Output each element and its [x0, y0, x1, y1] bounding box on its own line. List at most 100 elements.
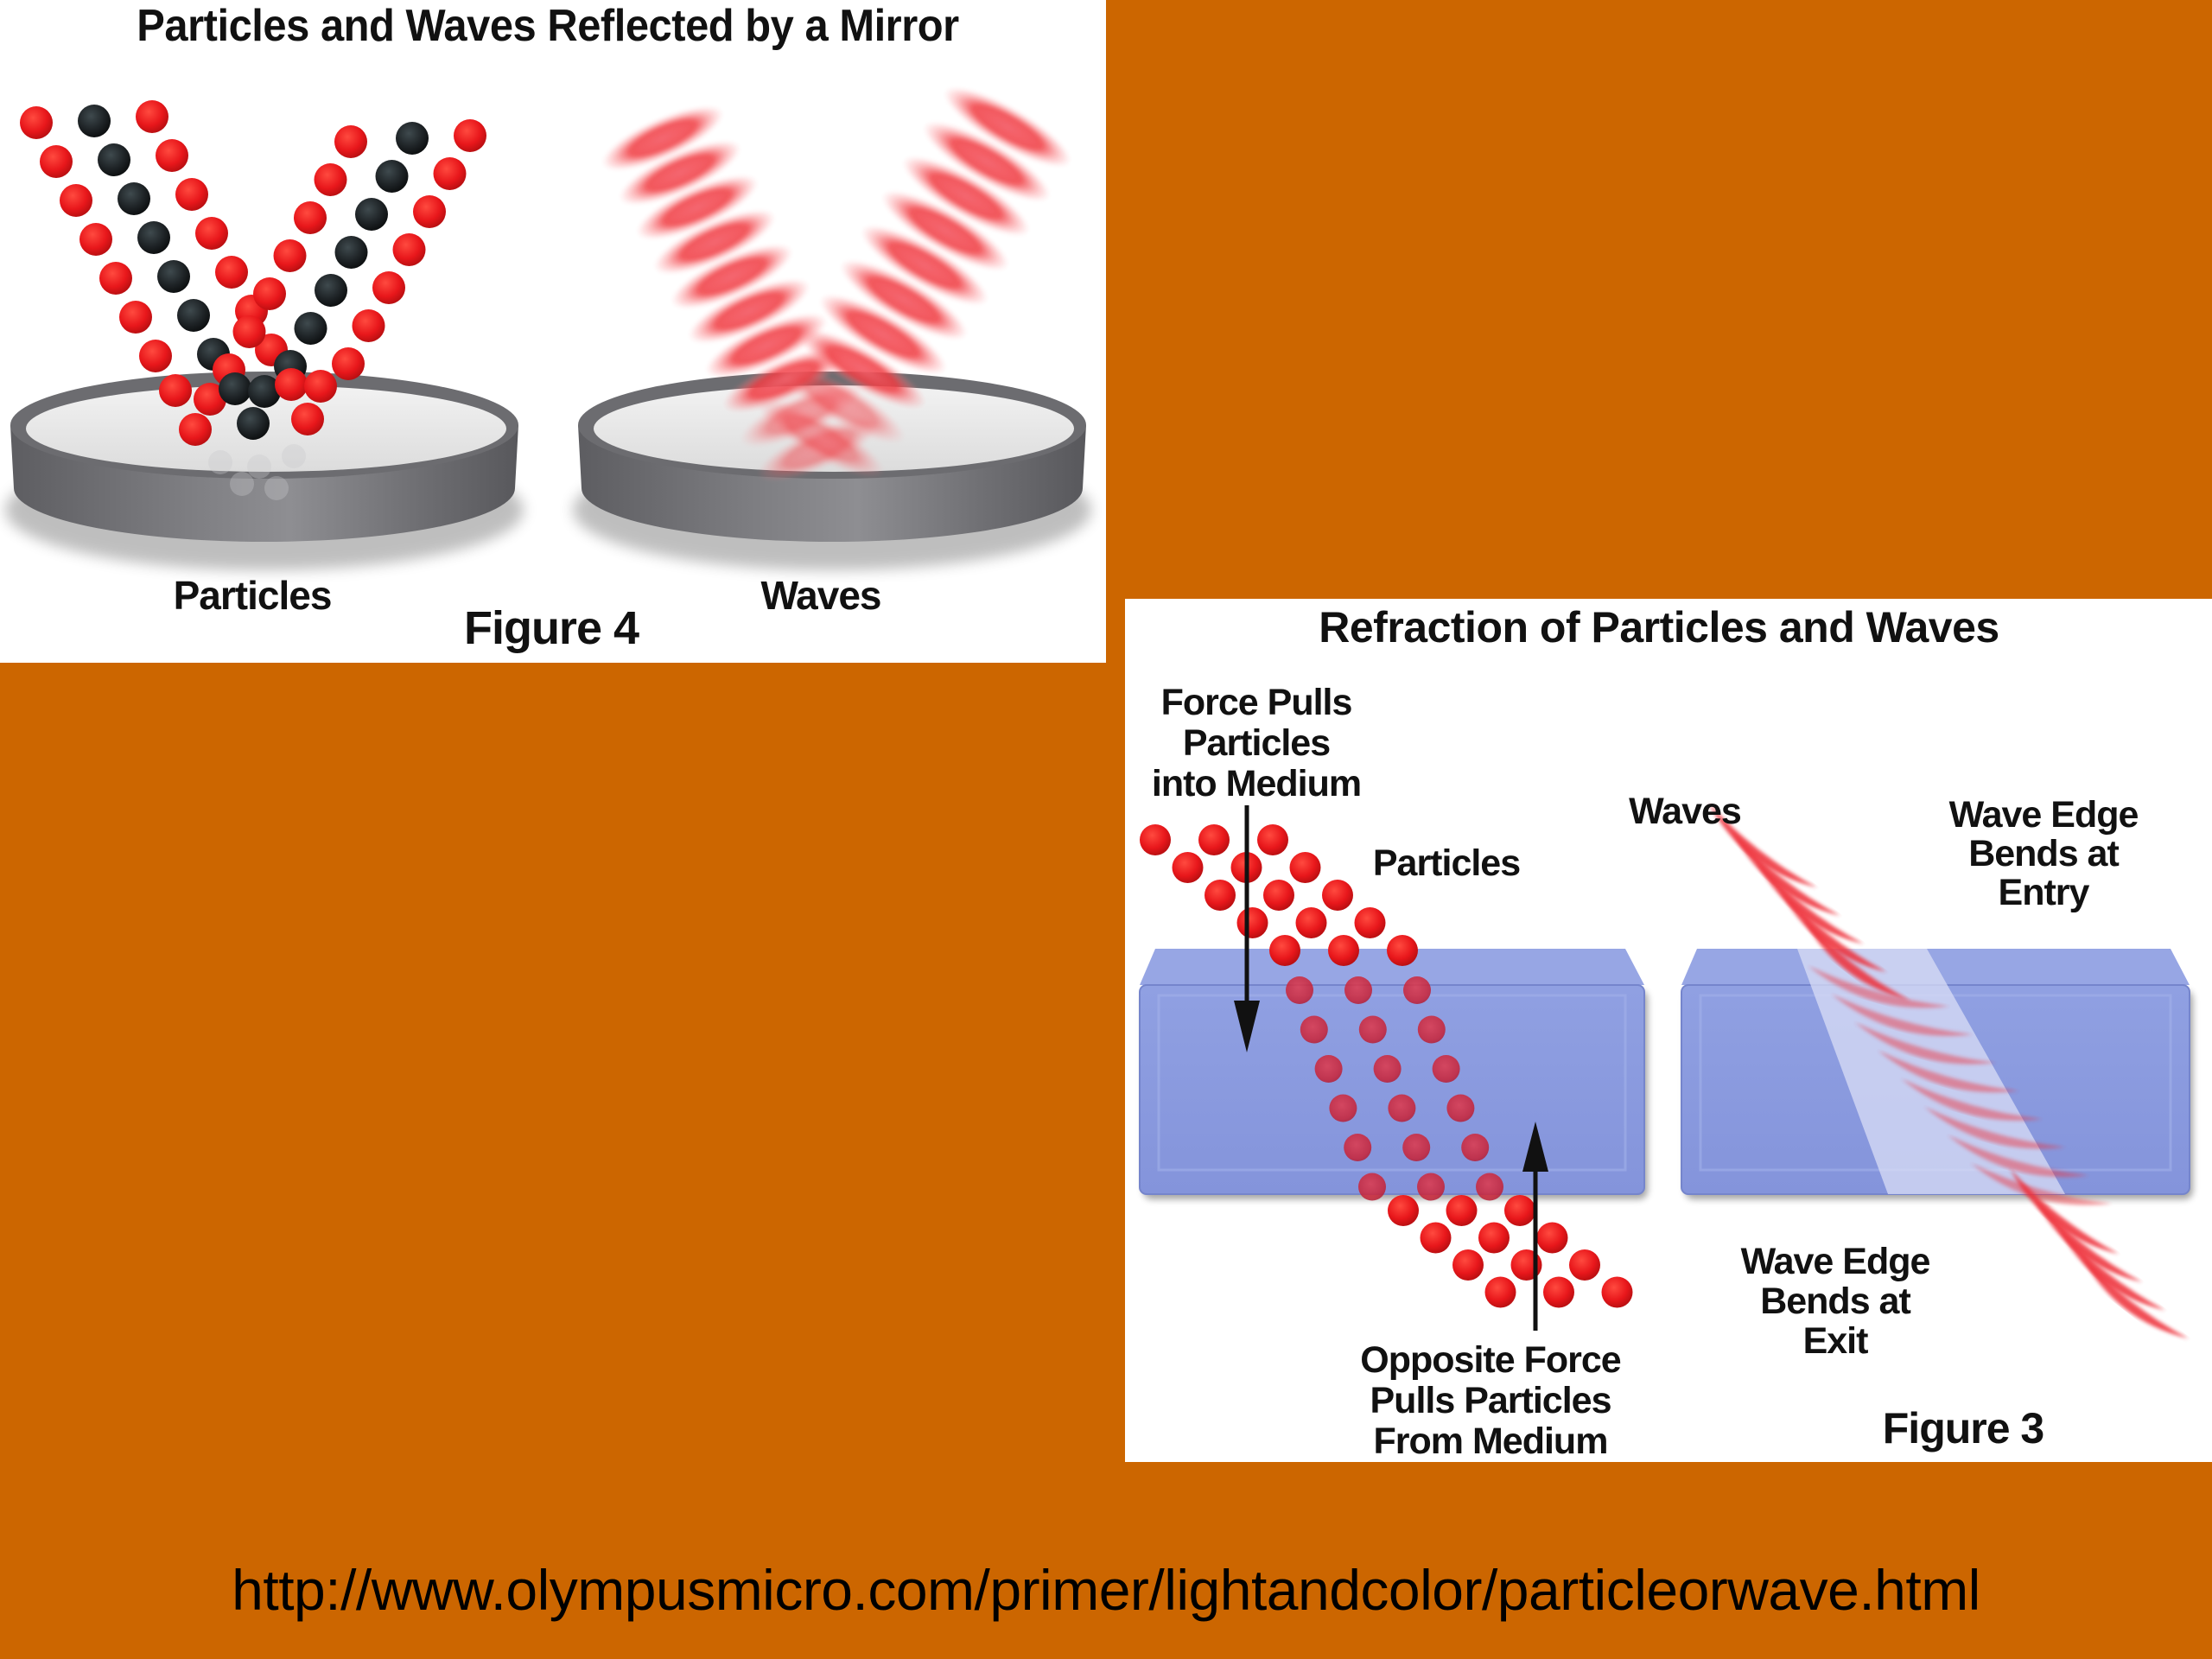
particle-red — [1205, 880, 1236, 911]
wave-front-arc — [1831, 994, 1973, 1036]
particle-red — [352, 309, 385, 342]
medium-block-left — [1139, 949, 1648, 1199]
wave-front — [671, 245, 792, 308]
figure-3-title: Refraction of Particles and Waves — [1319, 603, 1999, 652]
wave-front-arc — [1808, 965, 1950, 1008]
wave-front — [706, 314, 827, 378]
figure-4-title: Particles and Waves Reflected by a Mirro… — [137, 1, 959, 51]
wave-front — [861, 226, 988, 305]
block-front-face — [1139, 984, 1645, 1195]
block-top-face — [1140, 949, 1644, 985]
arrow-up-icon — [1522, 1122, 1548, 1172]
wave-streams — [602, 87, 1071, 481]
wave-front-arc — [1924, 1106, 2066, 1149]
wave-front-arc — [1854, 1021, 1996, 1065]
particle-black — [78, 105, 111, 137]
particle-red — [1263, 880, 1294, 911]
wave-front — [689, 279, 810, 343]
particle-black — [137, 221, 170, 254]
particle-red — [40, 145, 73, 178]
particle-red — [1358, 1173, 1386, 1201]
wave-front-arc — [1878, 1050, 2019, 1093]
block-inner-panel — [1157, 994, 1627, 1172]
particle-red — [232, 315, 266, 348]
particle-red — [1322, 880, 1353, 911]
wave-front — [882, 191, 1008, 270]
particle-red — [179, 413, 212, 446]
particle-red — [454, 119, 486, 152]
refraction-illustration — [1139, 802, 2193, 1339]
particle-red — [1417, 1173, 1445, 1201]
particle-red — [253, 277, 286, 310]
wave-front — [924, 122, 1050, 201]
particles-label: Particles — [1372, 842, 1521, 884]
particle-red — [159, 374, 192, 407]
particle-red — [1476, 1173, 1503, 1201]
particle-black — [294, 312, 327, 345]
wave-front — [779, 364, 905, 443]
particle-red — [332, 347, 365, 380]
particle-red — [273, 239, 307, 272]
wave-front-arc — [1947, 1135, 2089, 1178]
opposite-force-label: Opposite Force Pulls Particles From Medi… — [1360, 1339, 1621, 1462]
particle-red — [20, 106, 53, 139]
particle-red — [291, 403, 324, 435]
particle-black — [219, 372, 251, 405]
wave-front — [944, 87, 1071, 167]
particle-red — [294, 201, 327, 234]
particle-red — [1446, 1094, 1475, 1122]
particle-red — [1358, 1015, 1387, 1044]
particle-red — [1387, 935, 1418, 966]
figure-3-caption: Figure 3 — [1882, 1404, 2044, 1452]
particle-red — [1373, 1055, 1402, 1083]
particles-label: Particles — [173, 573, 333, 618]
particle-black — [396, 122, 429, 155]
particle-red — [156, 139, 188, 172]
wave-edge-exit-label: Wave Edge Bends at Exit — [1740, 1241, 1931, 1362]
wave-front — [654, 210, 775, 274]
wave-front — [841, 260, 967, 340]
wave-front — [620, 141, 741, 205]
particle-red — [1536, 1222, 1568, 1254]
particle-red — [1388, 1195, 1419, 1226]
particle-red — [1417, 1015, 1446, 1044]
force-pulls-into-medium-label: Force Pulls Particles into Medium — [1151, 682, 1362, 804]
particle-red — [1388, 1094, 1416, 1122]
particle-red — [1295, 907, 1327, 938]
particle-red — [1172, 852, 1204, 883]
particle-red — [1354, 907, 1386, 938]
particle-red — [60, 184, 92, 217]
particle-red — [433, 157, 467, 190]
wave-front — [820, 295, 946, 374]
particle-red — [1236, 907, 1268, 938]
figure-4-reflection-panel: Particles and Waves Reflected by a Mirro… — [0, 0, 1106, 663]
particle-red — [215, 256, 248, 289]
particle-red — [136, 100, 168, 133]
wave-edge-entry-label: Wave Edge Bends at Entry — [1948, 794, 2139, 913]
particle-red — [1452, 1249, 1484, 1281]
particle-red — [275, 368, 308, 401]
particle-red — [1140, 824, 1171, 855]
particle-red — [1543, 1276, 1574, 1308]
particle-red — [1314, 1055, 1343, 1083]
particle-black — [355, 198, 388, 231]
particle-red — [175, 178, 208, 211]
particle-red — [1300, 1015, 1328, 1044]
particle-red — [1569, 1249, 1600, 1281]
figure-3-refraction-panel: Refraction of Particles and Waves Force … — [1125, 599, 2212, 1462]
force-arrows — [1234, 805, 1548, 1331]
particle-reflection — [247, 454, 271, 479]
particle-reflection — [282, 444, 306, 468]
source-url-link[interactable]: http://www.olympusmicro.com/primer/light… — [232, 1558, 1980, 1622]
particle-red — [1198, 824, 1230, 855]
wave-front-arc — [1901, 1078, 2043, 1121]
wave-front — [799, 329, 925, 409]
particle-red — [1601, 1276, 1633, 1308]
wave-front — [637, 175, 758, 239]
particle-red — [1269, 935, 1300, 966]
particle-red — [1403, 976, 1431, 1004]
wave-front — [758, 398, 884, 478]
wave-front-arc — [1970, 1163, 2113, 1205]
particle-black — [315, 274, 347, 307]
particle-red — [195, 217, 228, 250]
